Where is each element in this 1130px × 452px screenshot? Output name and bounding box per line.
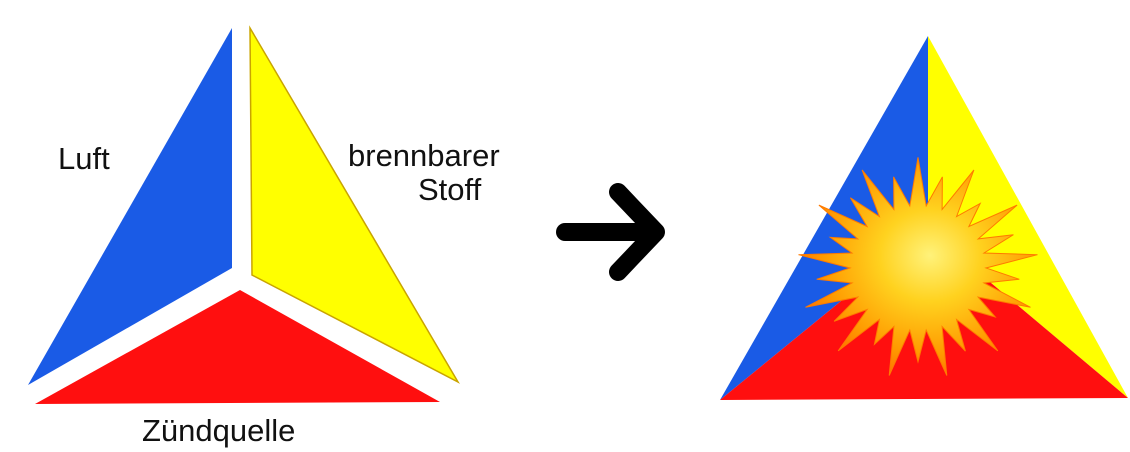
- fuel-label-line1: brennbarer: [348, 138, 500, 173]
- right-arrow-icon: [565, 192, 656, 272]
- ignition-label: Zündquelle: [142, 413, 295, 448]
- air-label: Luft: [58, 141, 110, 176]
- fuel-label-line2: Stoff: [418, 172, 482, 207]
- separated-triangle: [28, 28, 458, 404]
